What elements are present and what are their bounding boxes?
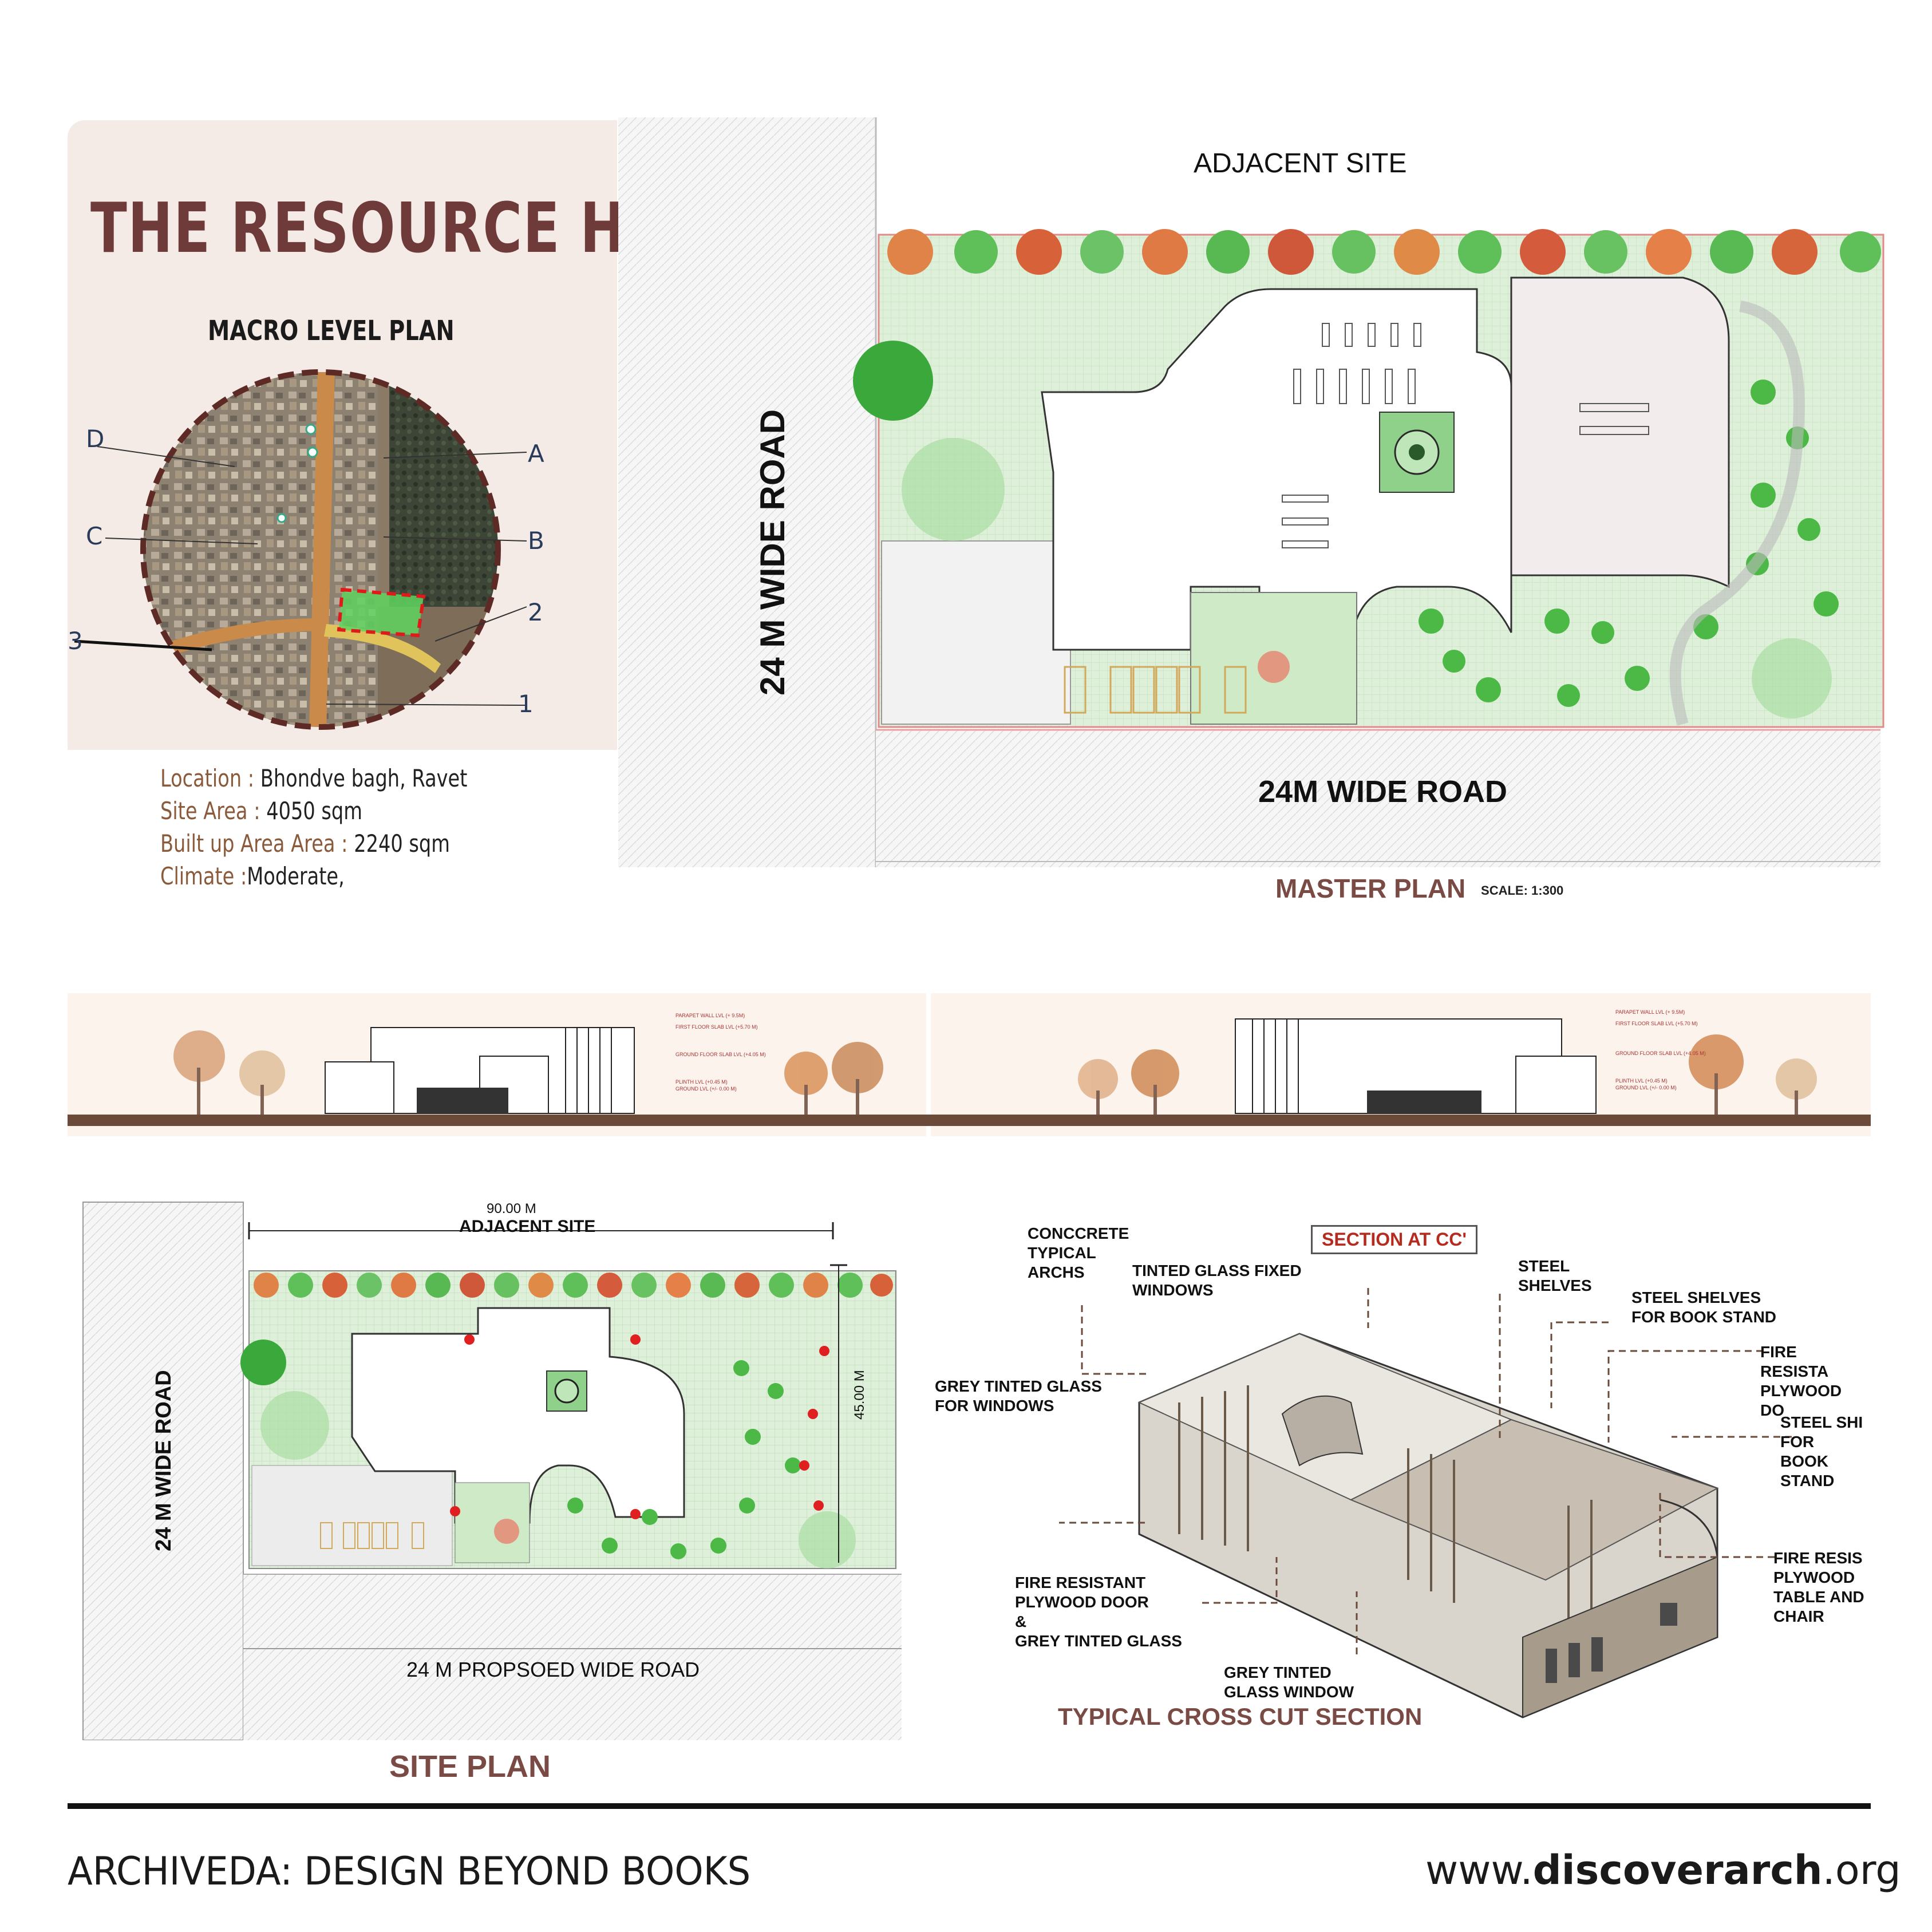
callout-steel-shelf-right: STEEL SHI FOR BOOK STAND: [1780, 1413, 1863, 1490]
footer-url-link[interactable]: www.discoverarch.org: [1425, 1847, 1901, 1894]
level-ground: GROUND LVL (+/- 0.00 M): [675, 1086, 737, 1092]
level-ground-r: GROUND LVL (+/- 0.00 M): [1615, 1085, 1677, 1091]
climate-label: Climate :: [160, 862, 247, 890]
master-plan-scale: SCALE: 1:300: [1481, 883, 1564, 898]
macro-plan-title: MACRO LEVEL PLAN: [208, 315, 455, 347]
marker-3: 3: [68, 627, 83, 655]
marker-c: C: [86, 522, 103, 550]
climate-value: Moderate,: [247, 862, 345, 890]
callout-arches: CONCCRETE TYPICAL ARCHS: [1028, 1224, 1129, 1281]
callout-fire-door-glass: FIRE RESISTANT PLYWOOD DOOR & GREY TINTE…: [1015, 1574, 1182, 1650]
callout-grey-windows: GREY TINTED GLASS FOR WINDOWS: [935, 1377, 1102, 1415]
footer-url-pre: www.: [1425, 1847, 1533, 1894]
site-side-road: 24 M WIDE ROAD: [152, 1370, 176, 1551]
marker-b: B: [528, 527, 544, 555]
master-plan-label: MASTER PLAN: [1275, 874, 1466, 903]
marker-a: A: [528, 440, 544, 468]
builtup-value: 2240 sqm: [354, 829, 450, 858]
footer-divider: [68, 1803, 1871, 1809]
master-plan-drawing: [618, 117, 1884, 867]
right-elevation-levels: PARAPET WALL LVL (+ 9.5M) FIRST FLOOR SL…: [1615, 1009, 1706, 1091]
level-parapet: PARAPET WALL LVL (+ 9.5M): [675, 1013, 745, 1018]
callout-grey-window: GREY TINTED GLASS WINDOW: [1224, 1664, 1354, 1701]
callout-steel-book-stand: STEEL SHELVES FOR BOOK STAND: [1631, 1289, 1777, 1326]
marker-d: D: [86, 425, 105, 453]
footer-url-post: .org: [1822, 1847, 1901, 1894]
section-title: TYPICAL CROSS CUT SECTION: [1058, 1703, 1423, 1730]
master-adjacent-site: ADJACENT SITE: [1194, 148, 1407, 179]
site-area-label: Site Area :: [160, 797, 260, 825]
callout-tinted-fixed: TINTED GLASS FIXED WINDOWS: [1132, 1262, 1302, 1299]
level-plinth: PLINTH LVL (+0.45 M): [675, 1079, 728, 1085]
marker-2: 2: [528, 598, 543, 626]
project-title: THE RESOURCE HUB: [90, 189, 712, 268]
left-elevation-levels: PARAPET WALL LVL (+ 9.5M) FIRST FLOOR SL…: [675, 1012, 766, 1092]
level-plinth-r: PLINTH LVL (+0.45 M): [1615, 1078, 1668, 1084]
site-plan-title: SITE PLAN: [389, 1749, 551, 1784]
callout-fire-table: FIRE RESIS PLYWOOD TABLE AND CHAIR: [1773, 1549, 1864, 1625]
section-drawing: [1137, 1333, 1719, 1718]
callout-fire-door-right: FIRE RESISTA PLYWOOD DO: [1760, 1343, 1842, 1419]
marker-1: 1: [518, 690, 534, 718]
section-tag-label: SECTION AT CC': [1322, 1229, 1467, 1250]
level-ground-floor-r: GROUND FLOOR SLAB LVL (+4.05 M): [1615, 1050, 1706, 1056]
site-adjacent-site: ADJACENT SITE: [459, 1217, 596, 1236]
site-width-dim: 90.00 M: [487, 1201, 536, 1216]
site-height-dim: 45.00 M: [852, 1370, 867, 1420]
master-bottom-road: 24M WIDE ROAD: [1258, 775, 1508, 809]
footer-brand: ARCHIVEDA: DESIGN BEYOND BOOKS: [68, 1849, 751, 1894]
site-plan-drawing: [82, 1202, 902, 1740]
level-ground-floor: GROUND FLOOR SLAB LVL (+4.05 M): [675, 1052, 766, 1057]
site-info: Location : Bhondve bagh, Ravet Site Area…: [160, 764, 595, 890]
macro-satellite-map: [74, 369, 527, 730]
footer-url-bold: discoverarch: [1532, 1847, 1823, 1894]
section-leaders: [1059, 1288, 1792, 1654]
site-area-value: 4050 sqm: [266, 797, 362, 825]
master-plan-title: MASTER PLAN SCALE: 1:300: [1275, 873, 1563, 904]
section-tag: SECTION AT CC': [1311, 1225, 1477, 1254]
master-side-road: 24 M WIDE ROAD: [753, 409, 792, 696]
level-first-floor-r: FIRST FLOOR SLAB LVL (+5.70 M): [1615, 1021, 1698, 1026]
callout-steel-shelves: STEEL SHELVES: [1518, 1257, 1592, 1294]
level-first-floor: FIRST FLOOR SLAB LVL (+5.70 M): [675, 1024, 758, 1030]
elevations-strip: [68, 993, 1871, 1136]
builtup-label: Built up Area Area :: [160, 829, 348, 858]
site-bottom-road: 24 M PROPSOED WIDE ROAD: [406, 1658, 700, 1681]
level-parapet-r: PARAPET WALL LVL (+ 9.5M): [1615, 1009, 1685, 1015]
location-value: Bhondve bagh, Ravet: [260, 764, 468, 792]
location-label: Location :: [160, 764, 255, 792]
